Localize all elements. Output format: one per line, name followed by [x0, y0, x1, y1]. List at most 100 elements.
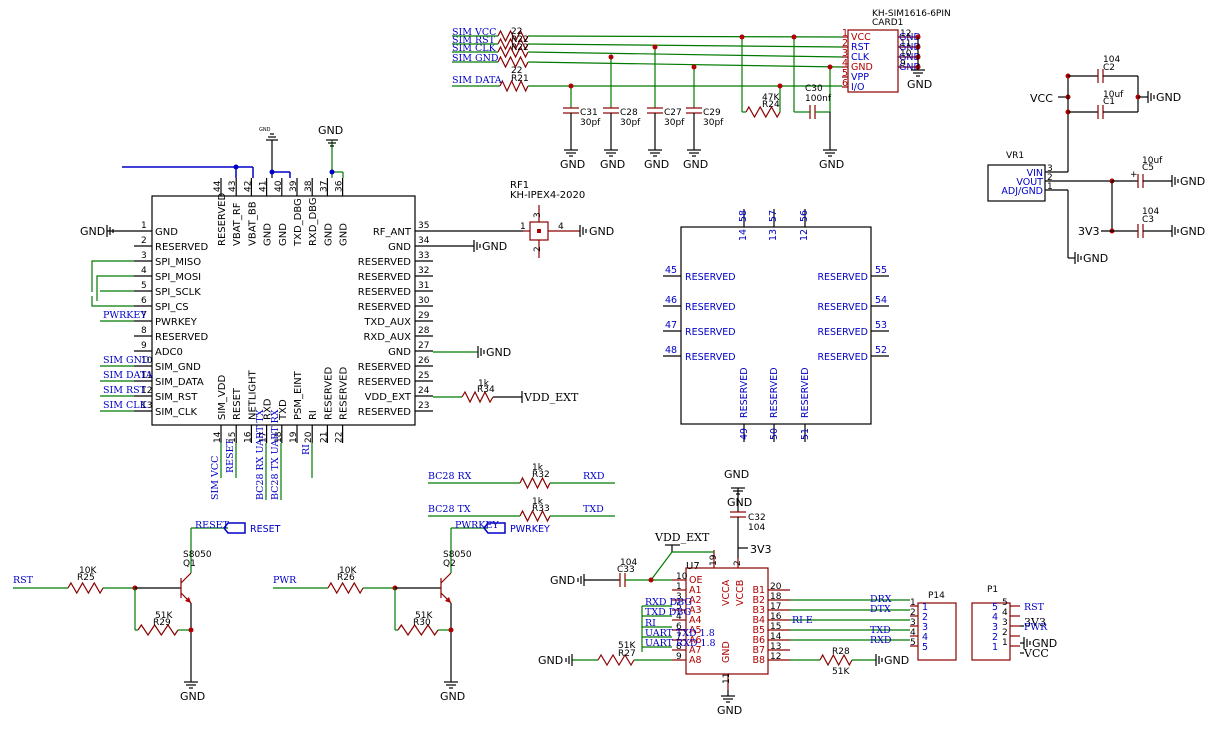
gnd-label: GND: [589, 225, 614, 238]
pin-name: RESET: [232, 387, 243, 420]
pad-inner-number: 13: [768, 229, 779, 241]
net-label: SIM DATA: [452, 75, 502, 86]
net-label: SIM GND: [452, 53, 499, 64]
p1-ref: P1: [987, 585, 998, 595]
r34-ref: R34: [477, 385, 495, 395]
r28-value: 51K: [832, 667, 850, 677]
rpull-value: 51K: [415, 611, 433, 621]
vcc-label: VCC: [1030, 92, 1053, 105]
card-pin-name: CLK: [851, 52, 870, 63]
resistor-r32: [519, 476, 551, 490]
u7-pin-number: 9: [676, 652, 682, 662]
gnd-label: GND: [486, 346, 511, 359]
pin-name: TXD_AUX: [363, 317, 411, 328]
pad-inner-number: 14: [738, 229, 749, 241]
net-label: SIM VCC: [210, 456, 221, 500]
card-pin-name: GND: [899, 32, 921, 43]
capacitor-c32: [730, 511, 746, 518]
resistor-ref: R22: [511, 43, 529, 53]
net-label: BC28 RX: [428, 471, 472, 482]
card-pin-number: 11: [900, 39, 911, 49]
vr1-pin-number: 2: [1047, 173, 1053, 183]
u7-pin-name: A8: [689, 655, 702, 666]
rf-connector: RF1 KH-IPEX4-2020 1 2 3 4 GND: [510, 180, 614, 258]
module-body: [151, 195, 416, 426]
r24-ref: R24: [762, 100, 780, 110]
pin-name: SIM_DATA: [155, 377, 204, 388]
pin-number: 6: [141, 296, 147, 306]
rpull-ref: R30: [413, 618, 431, 628]
pin-number: 13: [141, 401, 152, 411]
u7-gnd: GND: [721, 641, 732, 663]
pad-number: 46: [665, 295, 677, 306]
pad-name: RESERVED: [817, 272, 868, 283]
net-label: SIM GND: [103, 355, 150, 366]
u7-pin-name: B4: [752, 615, 765, 626]
p14-pin-number: 3: [910, 618, 916, 628]
resistor-value: 22: [511, 27, 522, 37]
c30-value: 100nf: [805, 94, 832, 104]
resistor-r33: [519, 509, 551, 523]
gnd-small-label: GND: [259, 127, 271, 133]
ground-symbol: GND: [180, 681, 205, 703]
r33-ref: R33: [532, 504, 550, 514]
net-label: SIM VCC: [452, 27, 496, 38]
gnd-label: GND: [550, 574, 575, 587]
ground-symbol: GND: [560, 149, 585, 171]
flag-label: PWRKEY: [510, 524, 550, 535]
p14-pin-label: 5: [922, 642, 928, 653]
net-label: BC28 RX UART TX: [255, 409, 266, 500]
card-pin-number: 3: [842, 48, 848, 59]
u7-pin-number: 4: [676, 612, 682, 622]
r32-ref: R32: [532, 470, 550, 480]
rf1-part: KH-IPEX4-2020: [510, 190, 585, 201]
rpull-value: 51K: [155, 611, 173, 621]
net-label: SIM RST: [103, 385, 147, 396]
pin-name: RESERVED: [217, 193, 228, 246]
pin-name: SIM_RST: [155, 392, 198, 403]
pin-number: 25: [418, 371, 429, 381]
pin-name: RESERVED: [323, 367, 334, 420]
gnd-label: GND: [717, 704, 742, 717]
u7-vcca: VCCA: [721, 579, 732, 606]
pin-name: PWRKEY: [155, 317, 198, 328]
pin-number: 7: [141, 311, 147, 321]
cap-value: 30pf: [703, 118, 724, 128]
pin-name: RESERVED: [358, 287, 411, 298]
pin-name: GND: [339, 223, 350, 246]
c3-value: 104: [1142, 207, 1159, 217]
pin-number: 10: [141, 356, 153, 366]
card-pin-name: VCC: [851, 32, 871, 43]
gnd-label: GND: [907, 78, 932, 91]
r24-value: 47K: [762, 93, 780, 103]
c5-value: 10uf: [1142, 156, 1163, 166]
u7-pin-number: 7: [676, 632, 682, 642]
resistor-sim: [497, 29, 529, 43]
pin-number: 36: [335, 180, 345, 192]
pin-name: VDD_EXT: [365, 392, 412, 403]
ground-symbol: GND: [1171, 175, 1205, 188]
p14-pin-number: 1: [910, 598, 916, 608]
p14-pin-label: 3: [922, 622, 928, 633]
c30-ref: C30: [805, 84, 823, 94]
c2-value: 104: [1103, 55, 1120, 65]
pad-number: 50: [769, 428, 780, 440]
p1-pin-number: 5: [1002, 598, 1008, 608]
resistor-sim: [497, 45, 529, 59]
pin-name: SPI_CS: [155, 302, 189, 313]
gnd-label: GND: [884, 654, 909, 667]
pin-name: RESERVED: [155, 242, 208, 253]
gnd-label: GND: [482, 240, 507, 253]
pad-number: 52: [875, 345, 887, 356]
card-pin-name: VPP: [851, 72, 869, 83]
resistor-sim: [497, 55, 529, 69]
pad-name: RESERVED: [817, 352, 868, 363]
pad-number: 58: [738, 210, 749, 222]
pin-name: RXD_AUX: [363, 332, 411, 343]
pad-name: RESERVED: [685, 302, 736, 313]
transistor-ref: Q2: [443, 559, 456, 569]
gnd-label: GND: [318, 124, 343, 137]
ground-symbol: GND: [1171, 225, 1205, 238]
pin-number: 19: [289, 431, 299, 443]
pin-number: 14: [213, 431, 223, 443]
